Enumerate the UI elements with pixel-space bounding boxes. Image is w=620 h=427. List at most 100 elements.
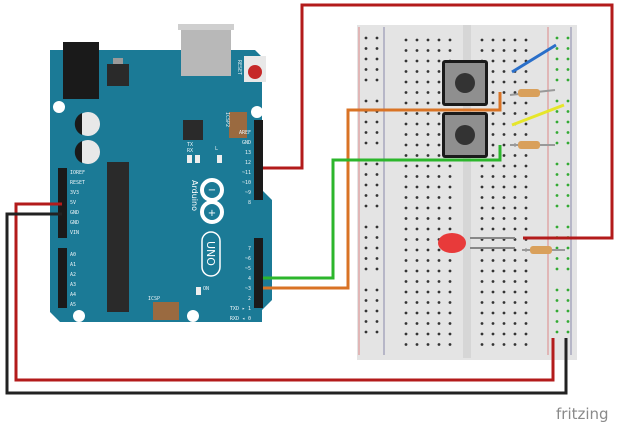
hole — [513, 332, 517, 336]
hole — [448, 343, 452, 346]
hole — [555, 57, 559, 61]
hole — [513, 248, 517, 252]
hole — [491, 49, 495, 52]
pin-label: ~10 — [242, 180, 251, 186]
hole — [426, 248, 430, 252]
hole — [502, 143, 506, 147]
hole — [415, 238, 419, 241]
hole — [375, 183, 379, 187]
hole — [566, 225, 570, 229]
hole — [513, 217, 517, 220]
hole — [513, 133, 517, 136]
hole — [448, 164, 452, 168]
hole — [502, 80, 506, 84]
hole — [404, 196, 408, 199]
hole — [426, 269, 430, 273]
hole — [426, 80, 430, 84]
hole — [513, 154, 517, 157]
hole — [491, 59, 495, 63]
hole — [524, 259, 528, 262]
hole — [480, 38, 484, 42]
hole — [375, 131, 379, 134]
hole — [555, 78, 559, 82]
hole — [480, 290, 484, 294]
hole — [415, 301, 419, 304]
usb-chip — [183, 120, 203, 140]
hole — [566, 320, 570, 323]
hole — [426, 70, 430, 73]
l-label: L — [215, 146, 218, 152]
hole — [415, 164, 419, 168]
hole — [524, 164, 528, 168]
hole — [375, 236, 379, 239]
button-cap — [455, 73, 475, 93]
hole — [364, 131, 368, 134]
hole — [555, 320, 559, 323]
hole — [491, 259, 495, 262]
hole — [426, 112, 430, 115]
hole — [375, 257, 379, 260]
hole — [404, 280, 408, 283]
hole — [426, 343, 430, 346]
hole — [555, 257, 559, 260]
hole — [437, 133, 441, 136]
hole — [426, 301, 430, 304]
hole — [502, 332, 506, 336]
hole — [480, 164, 484, 168]
hole — [437, 217, 441, 220]
analog-header — [58, 248, 67, 308]
pin-label: ~3 — [245, 286, 251, 292]
hole — [555, 194, 559, 197]
hole — [404, 185, 408, 189]
hole — [437, 59, 441, 63]
hole — [513, 280, 517, 283]
hole — [513, 259, 517, 262]
hole — [480, 259, 484, 262]
hole — [404, 301, 408, 304]
hole — [415, 322, 419, 325]
hole — [480, 206, 484, 210]
wire-pin13-led — [263, 3, 614, 240]
hole — [448, 185, 452, 189]
pin-label: 12 — [245, 160, 251, 166]
hole — [375, 68, 379, 71]
hole — [555, 225, 559, 229]
hole — [404, 80, 408, 84]
hole — [566, 299, 570, 302]
pin-label: 2 — [248, 296, 251, 302]
hole — [491, 322, 495, 325]
hole — [437, 175, 441, 178]
hole — [513, 112, 517, 115]
hole — [566, 162, 570, 166]
hole — [502, 59, 506, 63]
hole — [502, 133, 506, 136]
hole — [426, 101, 430, 105]
hole — [448, 196, 452, 199]
hole — [375, 36, 379, 40]
hole — [415, 91, 419, 94]
hole — [448, 301, 452, 304]
hole — [415, 217, 419, 220]
pin-label: RXD ◂ 0 — [230, 316, 251, 322]
hole — [491, 143, 495, 147]
hole — [491, 80, 495, 84]
hole — [426, 227, 430, 231]
hole — [426, 143, 430, 147]
hole — [524, 112, 528, 115]
hole — [502, 301, 506, 304]
hole — [404, 227, 408, 231]
hole — [555, 183, 559, 187]
icsp-label: ICSP — [148, 296, 160, 302]
hole — [375, 99, 379, 103]
hole — [415, 49, 419, 52]
hole — [437, 70, 441, 73]
hole — [524, 80, 528, 84]
hole — [566, 120, 570, 124]
pin-label: IOREF — [70, 170, 85, 176]
hole — [375, 309, 379, 313]
hole — [437, 185, 441, 189]
hole — [404, 70, 408, 73]
hole — [426, 175, 430, 178]
hole — [502, 122, 506, 126]
hole — [555, 288, 559, 292]
